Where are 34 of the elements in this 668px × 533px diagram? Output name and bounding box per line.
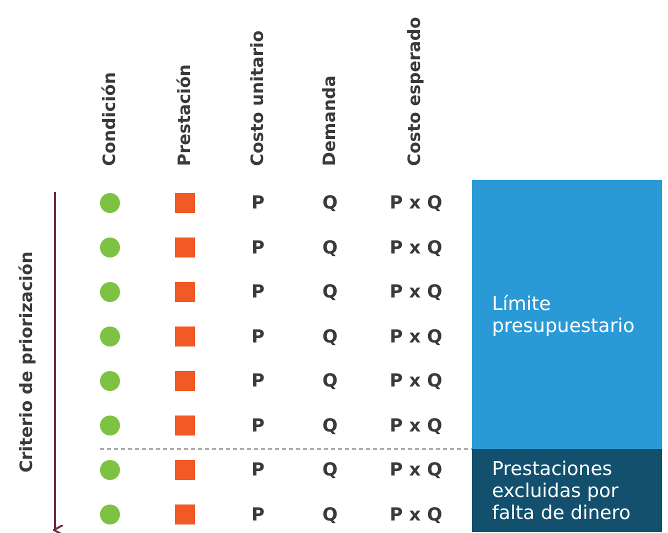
table-cell-text: P: [251, 415, 265, 436]
table-cell-text: P: [251, 326, 265, 347]
budget-limit-box: [472, 180, 662, 449]
table-cell-text: Q: [322, 504, 338, 525]
axis-label: Criterio de priorización: [17, 251, 37, 473]
box-text: Límite presupuestario: [492, 292, 636, 336]
table-cell-text: P x Q: [390, 326, 442, 347]
table-cell-text: P: [251, 460, 265, 480]
column-header: Prestación: [174, 64, 196, 166]
box-text: Prestaciones excluidas por falta de dinero: [492, 458, 632, 524]
excluded-services-box: [472, 449, 662, 532]
column-header: Demanda: [319, 75, 341, 166]
column-header: Costo esperado: [404, 16, 426, 166]
column-header: Condición: [99, 72, 121, 166]
table-cell-text: Q: [322, 370, 338, 392]
table-cell-text: P: [251, 237, 265, 258]
table-cell-text: P: [251, 192, 265, 214]
table-cell-text: P x Q: [390, 370, 442, 392]
table-cell-text: P x Q: [390, 282, 442, 302]
table-cell-text: Q: [322, 415, 338, 436]
table-cell-text: Q: [322, 282, 338, 302]
table-cell-text: P: [251, 504, 265, 525]
table-cell-text: Q: [322, 326, 338, 347]
table-cell-text: P x Q: [390, 192, 442, 214]
table-cell-text: P x Q: [390, 504, 442, 525]
table-cell-text: Q: [322, 460, 338, 480]
table-cell-text: P x Q: [390, 460, 442, 480]
table-cell-text: P x Q: [390, 415, 442, 436]
table-cell-text: Q: [322, 192, 338, 214]
table-cell-text: Q: [322, 237, 338, 258]
table-cell-text: P: [251, 370, 265, 392]
column-header: Costo unitario: [247, 30, 269, 166]
table-cell-text: P x Q: [390, 237, 442, 258]
table-cell-text: P: [251, 282, 265, 302]
